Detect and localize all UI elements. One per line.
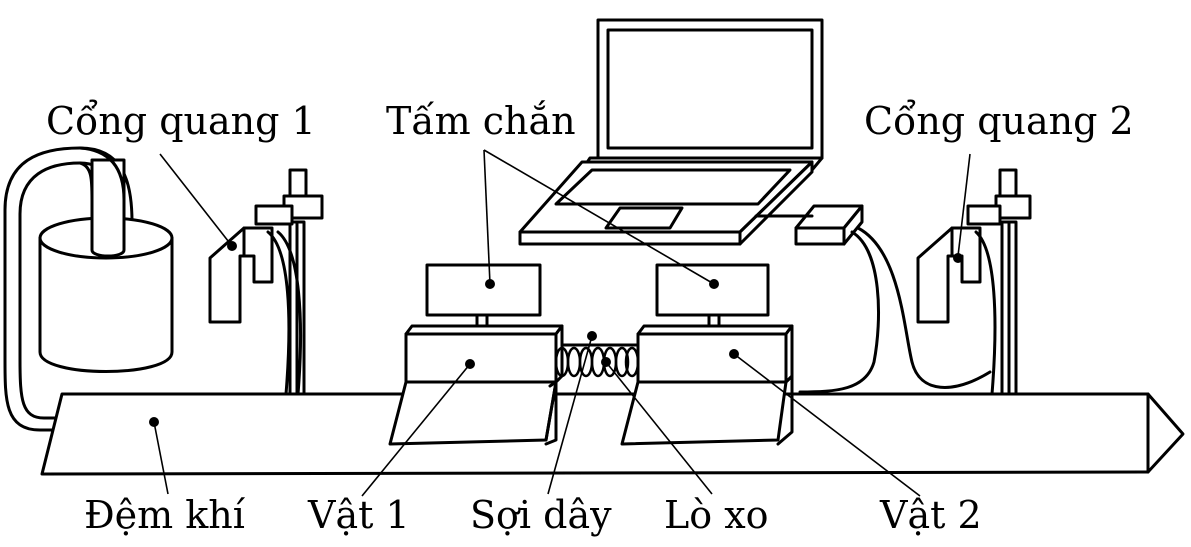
photogate-2 xyxy=(918,170,1030,394)
object-2 xyxy=(622,265,792,444)
spring xyxy=(556,348,638,376)
photogate-1 xyxy=(210,170,322,394)
air-track xyxy=(42,394,1183,474)
label-photogate-1: Cổng quang 1 xyxy=(46,99,316,143)
label-thread: Sợi dây xyxy=(470,493,612,537)
label-object-2: Vật 2 xyxy=(879,493,982,537)
air-blower xyxy=(5,148,172,430)
label-photogate-2: Cổng quang 2 xyxy=(864,99,1134,143)
label-spring: Lò xo xyxy=(664,493,769,537)
label-object-1: Vật 1 xyxy=(307,493,410,537)
label-air-cushion: Đệm khí xyxy=(84,493,246,537)
object-1 xyxy=(390,265,562,444)
label-shield: Tấm chắn xyxy=(386,99,576,143)
